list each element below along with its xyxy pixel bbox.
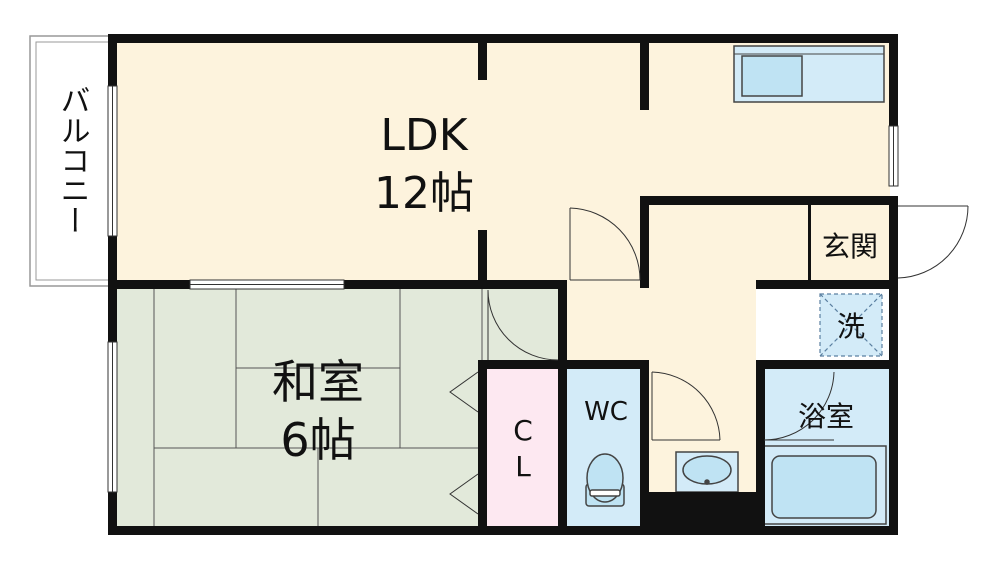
balcony-floor [29, 35, 113, 287]
sink-icon [741, 55, 803, 97]
closet-floor [486, 368, 562, 526]
bathtub-icon [763, 445, 887, 525]
toilet-icon [585, 453, 625, 507]
labels: LDK 12帖 和室 6帖 バルコニー 玄関 洗 浴室 WC C L [55, 85, 879, 483]
entrance-floor [756, 204, 890, 286]
bath-label: 浴室 [798, 400, 854, 433]
laundry-label: 洗 [837, 310, 865, 343]
ldk-name-label: LDK [380, 110, 468, 161]
doors [449, 205, 969, 515]
closet-label-c: C [513, 414, 533, 447]
wash-basin-icon [675, 451, 739, 493]
ldk-size-label: 12帖 [374, 168, 474, 219]
entrance-label: 玄関 [822, 230, 878, 263]
washitsu-size-label: 6帖 [280, 413, 355, 467]
washitsu-name-label: 和室 [272, 355, 364, 409]
kitchen-counter [733, 45, 885, 103]
wc-label: WC [584, 397, 628, 427]
balcony-label: バルコニー [55, 85, 90, 235]
closet-label-l: L [515, 450, 531, 483]
windows [107, 85, 899, 493]
tatami-grid [153, 288, 486, 526]
laundry-pan-icon [819, 293, 883, 357]
